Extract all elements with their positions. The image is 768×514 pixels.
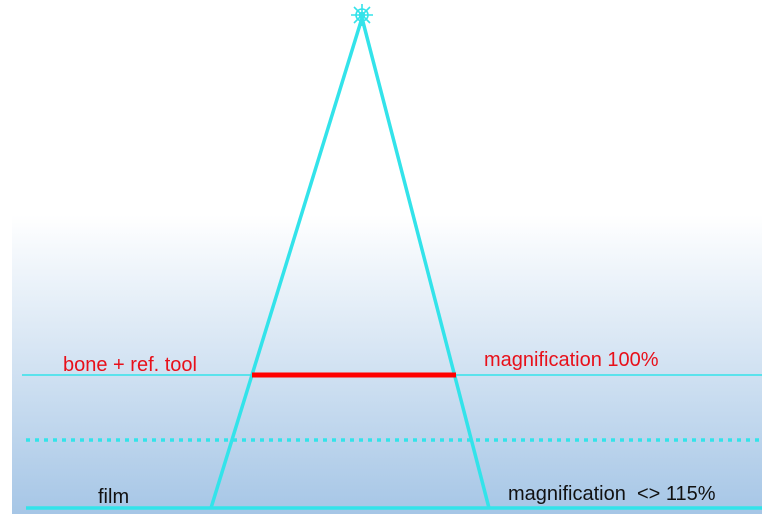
label-bone-ref-tool: bone + ref. tool	[63, 354, 197, 376]
beam-left-line	[209, 17, 364, 509]
label-magnification-100: magnification 100%	[484, 349, 659, 371]
beam-right-line	[360, 17, 491, 509]
background-gradient	[12, 215, 762, 514]
label-film: film	[98, 486, 129, 508]
label-magnification-115: magnification <> 115%	[508, 483, 716, 505]
x-ray-source-icon	[351, 4, 373, 26]
